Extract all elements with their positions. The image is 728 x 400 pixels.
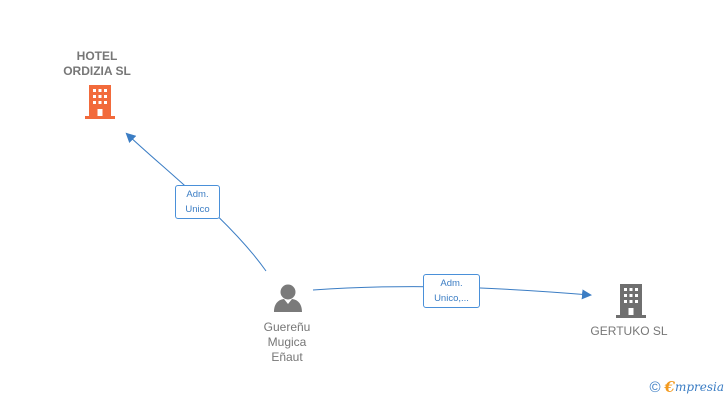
person-icon[interactable] <box>274 284 302 313</box>
empresia-logo[interactable]: © € mpresia <box>649 378 724 396</box>
logo-e: € <box>664 378 675 396</box>
company-name-gertuko[interactable]: GERTUKO SL <box>590 324 668 338</box>
edge-role-label-line: Unico,... <box>434 293 469 304</box>
person-name[interactable]: Guereñu Mugica Eñaut <box>263 320 311 364</box>
edge-role-label-line: Adm. <box>186 189 209 200</box>
edge-role-label: Adm. Unico <box>175 185 220 219</box>
copyright-symbol: © <box>649 378 661 396</box>
edge-role-label: Adm. Unico,... <box>423 274 480 308</box>
building-icon[interactable] <box>85 85 115 119</box>
company-name-hotel-ordizia[interactable]: HOTEL ORDIZIA SL <box>63 49 131 78</box>
building-icon[interactable] <box>616 284 646 318</box>
edge-role-label-line: Unico <box>185 204 210 215</box>
logo-text: mpresia <box>674 380 724 394</box>
edge-role-label-line: Adm. <box>440 278 463 289</box>
